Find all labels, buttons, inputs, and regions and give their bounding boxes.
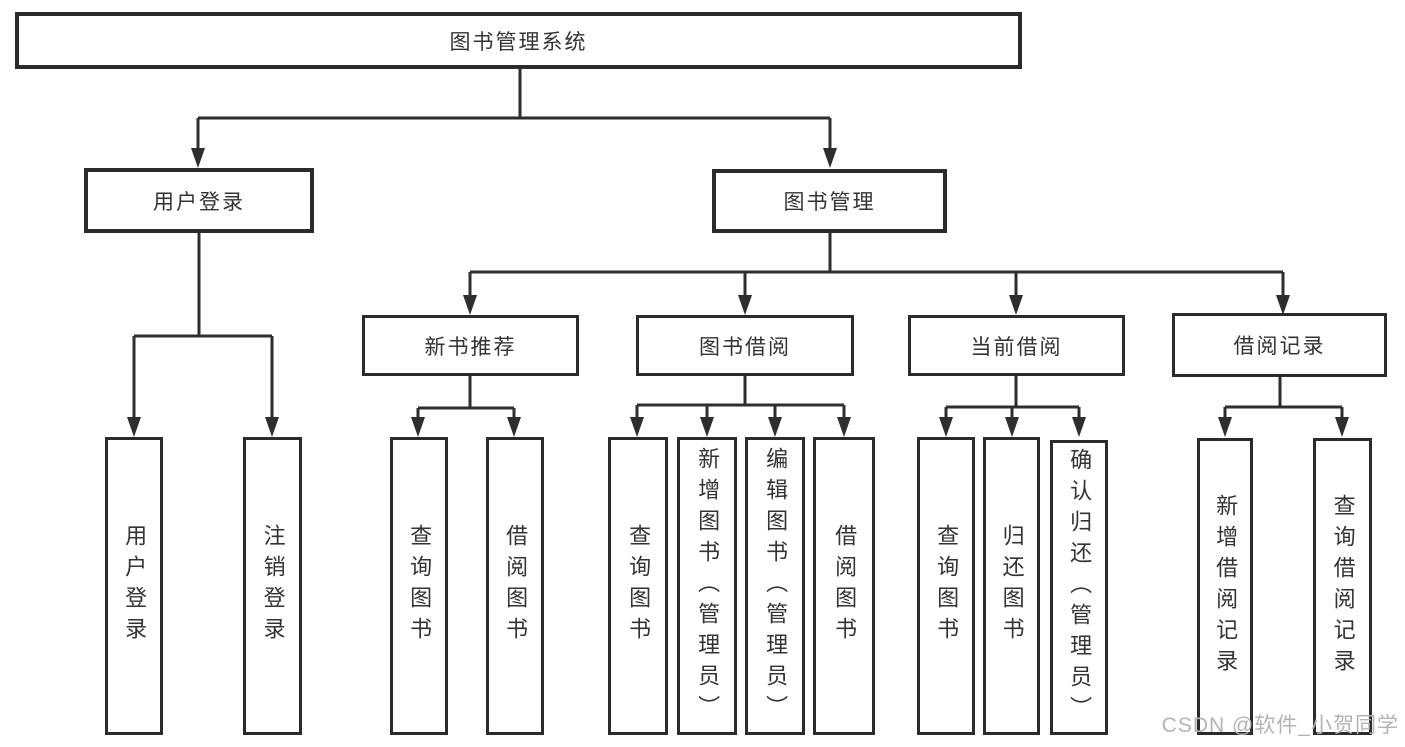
node-label: 新增图书（管理员）	[695, 446, 721, 726]
arrow-down-icon	[1072, 417, 1086, 437]
node-book-borrow: 图书借阅	[636, 315, 854, 376]
csdn-watermark: CSDN @软件_小贺同学	[1161, 714, 1399, 737]
leaf-logout: 注销登录	[243, 437, 302, 735]
node-label: 新增借阅记录	[1213, 493, 1239, 680]
arrow-down-icon	[411, 417, 425, 437]
arrow-down-icon	[265, 417, 279, 437]
node-label: 图书管理系统	[449, 30, 588, 54]
leaf-borrow-books: 借阅图书	[813, 437, 875, 735]
arrow-down-icon	[507, 417, 521, 437]
arrow-down-icon	[1009, 295, 1023, 315]
arrow-down-icon	[939, 417, 953, 437]
leaf-add-borrow-record: 新增借阅记录	[1197, 438, 1253, 735]
node-label: 归还图书	[999, 524, 1025, 648]
arrow-down-icon	[738, 295, 752, 315]
node-book-management: 图书管理	[712, 169, 947, 233]
arrow-down-icon	[1276, 295, 1290, 315]
node-label: 借阅图书	[503, 524, 529, 648]
arrow-down-icon	[630, 417, 644, 437]
node-label: 查询借阅记录	[1330, 493, 1356, 680]
node-label: 当前借阅	[970, 335, 1063, 359]
arrow-down-icon	[768, 417, 782, 437]
arrow-down-icon	[1005, 417, 1019, 437]
leaf-borrow-books-recommend: 借阅图书	[486, 437, 544, 735]
arrow-down-icon	[463, 295, 477, 315]
node-new-book-recommend: 新书推荐	[362, 315, 579, 376]
node-borrow-records: 借阅记录	[1172, 313, 1387, 377]
node-current-borrow: 当前借阅	[908, 315, 1125, 376]
node-label: 用户登录	[122, 524, 148, 648]
arrow-down-icon	[191, 148, 205, 168]
arrow-down-icon	[127, 417, 141, 437]
arrow-down-icon	[1335, 417, 1349, 437]
node-root-system: 图书管理系统	[15, 12, 1022, 69]
node-label: 借阅记录	[1233, 335, 1326, 358]
leaf-return-books: 归还图书	[983, 437, 1040, 735]
node-label: 用户登录	[153, 190, 245, 214]
arrow-down-icon	[700, 417, 714, 437]
node-label: 查询图书	[934, 524, 960, 648]
node-label: 图书借阅	[699, 335, 791, 359]
node-label: 编辑图书（管理员）	[763, 446, 789, 726]
arrow-down-icon	[1218, 417, 1232, 437]
node-label: 注销登录	[260, 524, 286, 648]
leaf-edit-book-admin: 编辑图书（管理员）	[745, 437, 805, 735]
arrow-down-icon	[837, 417, 851, 437]
leaf-query-books-recommend: 查询图书	[390, 437, 448, 735]
node-user-login: 用户登录	[84, 168, 314, 233]
leaf-query-books-borrow: 查询图书	[608, 437, 668, 735]
arrow-down-icon	[823, 148, 837, 168]
leaf-query-books-current: 查询图书	[917, 437, 975, 735]
node-label: 借阅图书	[832, 524, 858, 648]
leaf-user-login: 用户登录	[105, 437, 163, 735]
leaf-confirm-return-admin: 确认归还（管理员）	[1050, 440, 1108, 735]
node-label: 查询图书	[407, 524, 433, 648]
leaf-query-borrow-record: 查询借阅记录	[1313, 438, 1372, 735]
node-label: 查询图书	[626, 524, 652, 648]
node-label: 图书管理	[783, 191, 876, 214]
node-label: 确认归还（管理员）	[1067, 448, 1093, 727]
leaf-add-book-admin: 新增图书（管理员）	[677, 437, 737, 735]
node-label: 新书推荐	[424, 335, 517, 359]
